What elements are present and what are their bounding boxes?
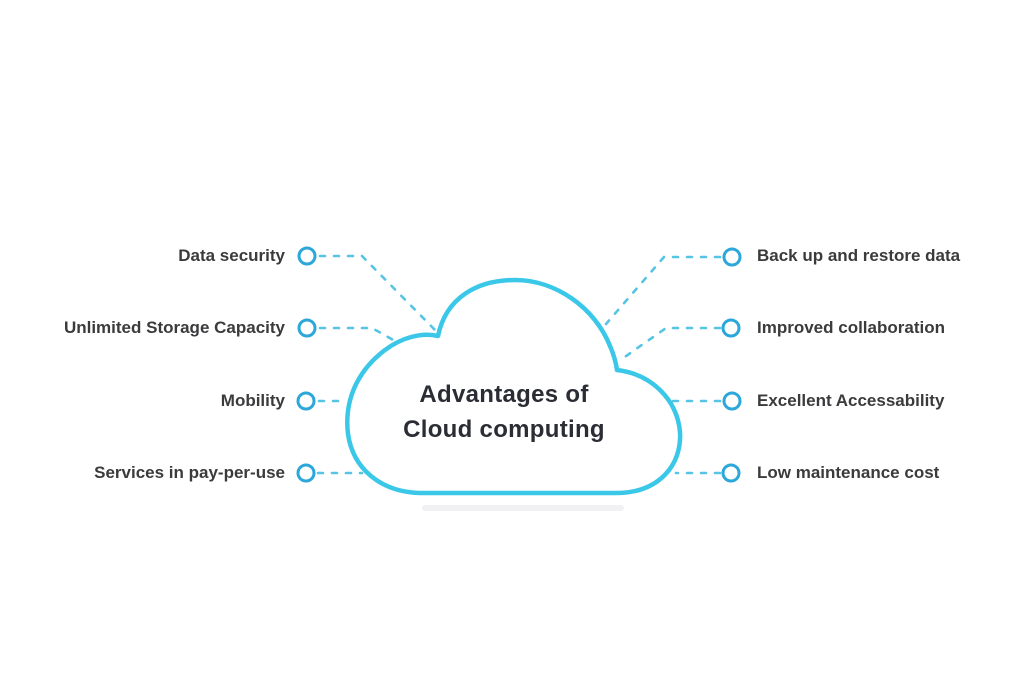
node-circle-icon xyxy=(296,391,316,411)
label-low-maintenance-cost: Low maintenance cost xyxy=(757,463,940,482)
node-circle-icon xyxy=(721,318,741,338)
node-circle-icon xyxy=(721,463,741,483)
label-unlimited-storage-capacity: Unlimited Storage Capacity xyxy=(63,318,285,337)
label-data-security: Data security xyxy=(178,246,285,265)
cloud-shadow xyxy=(422,505,624,511)
diagram-title-line1: Advantages of xyxy=(419,381,589,408)
label-services-pay-per-use: Services in pay-per-use xyxy=(94,463,285,482)
node-circle-icon xyxy=(297,318,317,338)
connector-line-data-security xyxy=(318,254,439,334)
diagram-title: Advantages of Cloud computing xyxy=(339,377,669,447)
node-circle-icon xyxy=(297,246,317,266)
label-excellent-accessability: Excellent Accessability xyxy=(757,391,945,410)
diagram-title-line2: Cloud computing xyxy=(403,416,605,443)
cloud-shape xyxy=(345,277,683,496)
connector-line-improved-collaboration xyxy=(617,326,722,363)
node-circle-icon xyxy=(722,247,742,267)
connector-lines xyxy=(316,254,722,475)
connector-line-backup-restore xyxy=(604,255,722,326)
node-circle-icon xyxy=(722,391,742,411)
connector-nodes xyxy=(296,246,742,483)
label-improved-collaboration: Improved collaboration xyxy=(757,318,945,337)
label-backup-restore-data: Back up and restore data xyxy=(757,246,961,265)
node-circle-icon xyxy=(296,463,316,483)
connector-line-unlimited-storage xyxy=(318,326,397,343)
label-mobility: Mobility xyxy=(220,391,285,410)
